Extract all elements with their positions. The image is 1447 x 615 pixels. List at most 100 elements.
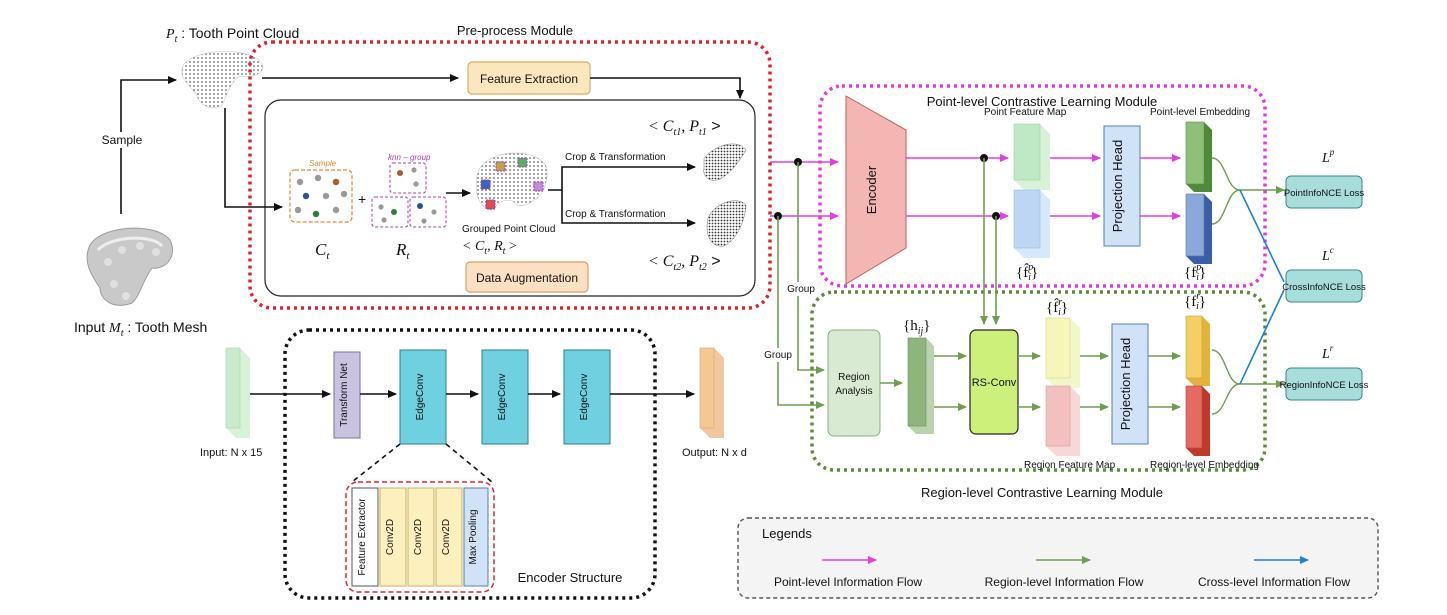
tuple-1: < Ct1, Pt1 >: [648, 118, 721, 138]
legend-box: [737, 517, 1379, 599]
point-module-frame: [818, 84, 1267, 288]
region-feature-map-1: [1045, 317, 1080, 388]
point-projection-head: [1103, 125, 1141, 247]
region-module-frame: [810, 290, 1267, 472]
region-merge-bracket: [1211, 349, 1241, 415]
point-feature-map-2: [1013, 189, 1050, 258]
point-module-title: Point-level Contrastive Learning Module: [927, 94, 1158, 109]
augmentation-frame: [264, 99, 756, 297]
crop-view-2: [706, 200, 747, 247]
point-embedding-1: [1185, 121, 1212, 192]
ct-label: Ct: [315, 240, 330, 262]
cloud-to-sample-arrow: [224, 108, 283, 211]
legend-region-label: Region-level Information Flow: [985, 575, 1144, 589]
cross-flow-1: [1239, 189, 1285, 283]
max-pooling-label: Max Pooling: [468, 509, 479, 564]
transform-net-box: [333, 351, 361, 439]
point-feature-map-1: [1013, 123, 1050, 190]
legend-title: Legends: [762, 526, 812, 541]
region-embedding-2: [1185, 385, 1210, 456]
max-pooling-box: [463, 487, 489, 587]
tooth-mesh-image: [86, 227, 174, 306]
tooth-mesh-label: Input Mt : Tooth Mesh: [74, 319, 207, 339]
feature-to-pair-arrow: [590, 77, 744, 99]
data-augmentation-label: Data Augmentation: [476, 271, 578, 285]
zoom-line-left: [351, 443, 401, 483]
sample-box-tag: Sample: [309, 159, 337, 168]
region-infonce-loss-label: RegionInfoNCE Loss: [1280, 380, 1369, 391]
legend-point-label: Point-level Information Flow: [774, 575, 922, 589]
region-feature-map-label: Region Feature Map: [1024, 460, 1116, 471]
feature-extraction-label: Feature Extraction: [480, 72, 578, 86]
region-projection-head: [1111, 323, 1149, 445]
conv2d-1-label: Conv2D: [385, 519, 396, 555]
conv2d-1-box: [379, 487, 407, 587]
plus-sign: +: [358, 191, 366, 207]
point-feature-map-label: Point Feature Map: [984, 107, 1067, 118]
sample-points: [294, 174, 348, 218]
knn-group-box-3: [409, 196, 447, 228]
group-flow-2: [777, 216, 825, 409]
crop-label-2: Crop & Transformation: [565, 209, 666, 220]
preprocess-module-title: Pre-process Module: [457, 23, 573, 38]
cross-infonce-loss-box: [1285, 269, 1363, 303]
crop-label-1: Crop & Transformation: [565, 152, 666, 163]
region-module-title: Region-level Contrastive Learning Module: [921, 485, 1163, 500]
legend-cross-label: Cross-level Information Flow: [1198, 575, 1350, 589]
conv2d-2-label: Conv2D: [413, 519, 424, 555]
point-infonce-loss-label: PointInfoNCE Loss: [1284, 188, 1365, 199]
region-analysis-label-2: Analysis: [835, 386, 872, 397]
knn-group-box-1: [389, 162, 427, 194]
region-feature-map-2: [1045, 385, 1080, 456]
input-label: Input: N x 15: [200, 447, 262, 459]
point-cloud-label: Pt : Tooth Point Cloud: [165, 25, 299, 45]
output-tensor: [699, 347, 724, 438]
cross-flow-2: [1239, 289, 1285, 385]
hij-label: {hij}: [903, 318, 930, 337]
sample-arrow: [120, 76, 177, 214]
lp-label: Lp: [1321, 147, 1335, 166]
point-infonce-loss-box: [1285, 175, 1363, 209]
tooth-point-cloud-image: [181, 51, 263, 108]
feature-extractor-box: [351, 487, 379, 587]
feature-extractor-label: Feature Extractor: [357, 498, 368, 576]
lc-label: Lc: [1321, 245, 1334, 264]
region-embedding-label: Region-level Embedding: [1150, 460, 1259, 471]
point-embedding-2: [1185, 193, 1212, 264]
tuple-2: < Ct2, Pt2 >: [648, 253, 721, 273]
input-tensor: [225, 347, 250, 438]
point-embedding-label: Point-level Embedding: [1150, 107, 1250, 118]
crop-view-1: [703, 143, 747, 181]
point-projection-head-label: Projection Head: [1110, 140, 1125, 233]
region-embedding-1: [1185, 315, 1210, 386]
crop-arrow-2: [561, 190, 696, 227]
region-projection-head-label: Projection Head: [1118, 338, 1133, 431]
group-flow-1: [797, 162, 825, 374]
group-label-2: Group: [764, 350, 792, 361]
conv2d-3-label: Conv2D: [441, 519, 452, 555]
encoder-structure-title: Encoder Structure: [518, 570, 623, 585]
edgeconv-detail-frame: [345, 481, 495, 593]
edgeconv-3-label: EdgeConv: [579, 374, 590, 421]
data-augmentation-box: [465, 261, 589, 293]
knn-group-box-2: [371, 196, 409, 228]
edgeconv-2-box: [481, 349, 529, 445]
edgeconv-1-box: [399, 349, 447, 445]
encoder-label: Encoder: [864, 165, 879, 214]
grouped-point-cloud-image: [476, 152, 548, 211]
transform-net-label: Transform Net: [339, 363, 350, 427]
knn-group-tag: knn − group: [388, 153, 431, 162]
group-label-1: Group: [787, 284, 815, 295]
lr-label: Lr: [1321, 343, 1334, 362]
crop-arrow-1: [548, 163, 696, 191]
region-analysis-label-1: Region: [838, 372, 870, 383]
edgeconv-1-label: EdgeConv: [415, 374, 426, 421]
knn-points: [378, 167, 437, 224]
rs-conv-label: RS-Conv: [972, 377, 1017, 389]
encoder-structure-frame: [283, 328, 657, 600]
